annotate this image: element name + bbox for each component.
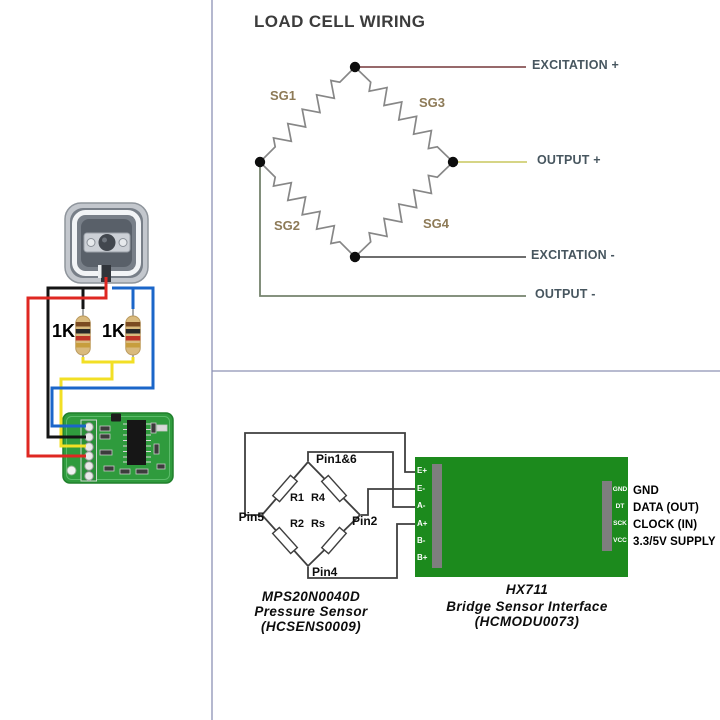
resistor-leads [82, 306, 134, 360]
sensor-bridge-outline [260, 460, 362, 568]
wire-pin2-to-eminus [361, 488, 415, 516]
signal-label-clock: CLOCK (IN) [633, 519, 698, 531]
pin-label-pin2: Pin2 [352, 514, 378, 528]
left-pin-header [432, 464, 442, 568]
strain-gauge-sg1 [259, 66, 356, 163]
sensor-caption-line3: (HCSENS0009) [260, 619, 362, 634]
board-pin-label-a-plus: A+ [417, 519, 428, 528]
gauge-label-sg1: SG1 [269, 88, 297, 103]
strain-gauge-sg4 [354, 161, 454, 258]
board-caption-line3: (HCMODU0073) [474, 614, 580, 629]
pad-label-gnd: GND [612, 486, 628, 493]
terminal-label-output-minus: OUTPUT - [535, 287, 596, 301]
terminal-label-excitation-plus: EXCITATION + [532, 58, 620, 72]
strain-gauge-sg2 [259, 161, 356, 258]
solder-pads [84, 422, 94, 481]
board-pin-label-e-plus: E+ [417, 466, 428, 475]
pin-label-pin1and6: Pin1&6 [316, 452, 357, 466]
output-minus-wire [259, 166, 526, 297]
yellow-wire [59, 357, 135, 448]
board-pin-label-e-minus: E- [417, 484, 425, 493]
resistor-value-label-right: 1K [102, 321, 126, 341]
signal-label-supply: 3.3/5V SUPPLY [633, 536, 716, 548]
red-wire [26, 277, 108, 458]
strain-gauge-sg3 [354, 66, 454, 163]
hookup-wires [26, 277, 155, 458]
wire-pin4-to-aplus [307, 523, 415, 579]
resistor-value-label-left: 1K [52, 321, 76, 341]
mounting-hole [66, 465, 77, 476]
resistor-1k-left [75, 315, 91, 356]
resistor-1k-right [125, 315, 141, 356]
gauge-label-sg3: SG3 [418, 95, 446, 110]
hx711-chip [123, 420, 151, 465]
gauge-label-sg4: SG4 [422, 216, 450, 231]
bridge-nodes [254, 61, 459, 263]
board-pin-label-a-minus: A- [417, 501, 426, 510]
right-pin-header [602, 481, 612, 551]
hx711-photo [62, 412, 174, 484]
diagram-title: LOAD CELL WIRING [254, 12, 426, 31]
sensor-caption-line1: MPS20N0040D [261, 589, 361, 604]
terminal-label-excitation-minus: EXCITATION - [531, 248, 615, 262]
resistor-label-r4: R4 [310, 492, 326, 504]
wire-pin1and6-to-aminus [307, 451, 415, 508]
board-caption-line1: HX711 [505, 582, 549, 597]
pin-label-pin5: Pin5 [238, 510, 264, 524]
pin-label-pin4: Pin4 [312, 565, 338, 579]
wheatstone-bridge-diagram [254, 61, 527, 297]
pad-label-sck: SCK [613, 520, 627, 527]
passive-components [99, 422, 168, 475]
panel-dividers [211, 0, 720, 720]
pad-label-vcc: VCC [613, 537, 627, 544]
sensor-bridge-resistors [271, 474, 348, 555]
transistor [111, 413, 121, 422]
board-caption-line2: Bridge Sensor Interface [446, 599, 608, 614]
sensor-bridge-diagram [244, 432, 415, 579]
signal-label-data: DATA (OUT) [633, 502, 699, 514]
terminal-label-output-plus: OUTPUT + [537, 153, 601, 167]
board-pin-label-b-minus: B- [417, 536, 426, 545]
resistor-label-rs: Rs [310, 518, 326, 530]
signal-label-gnd: GND [633, 485, 659, 497]
resistors-photo [75, 315, 141, 356]
resistor-label-r2: R2 [289, 518, 305, 530]
gauge-label-sg2: SG2 [273, 218, 301, 233]
load-cell-photo [64, 202, 149, 284]
hx711-board-diagram [415, 457, 628, 577]
blue-wire [50, 286, 155, 428]
wire-pin5-to-eplus [244, 432, 415, 516]
resistor-label-r1: R1 [289, 492, 305, 504]
board-pin-label-b-plus: B+ [417, 553, 428, 562]
pad-label-dt: DT [615, 503, 625, 510]
sensor-caption-line2: Pressure Sensor [254, 604, 368, 619]
